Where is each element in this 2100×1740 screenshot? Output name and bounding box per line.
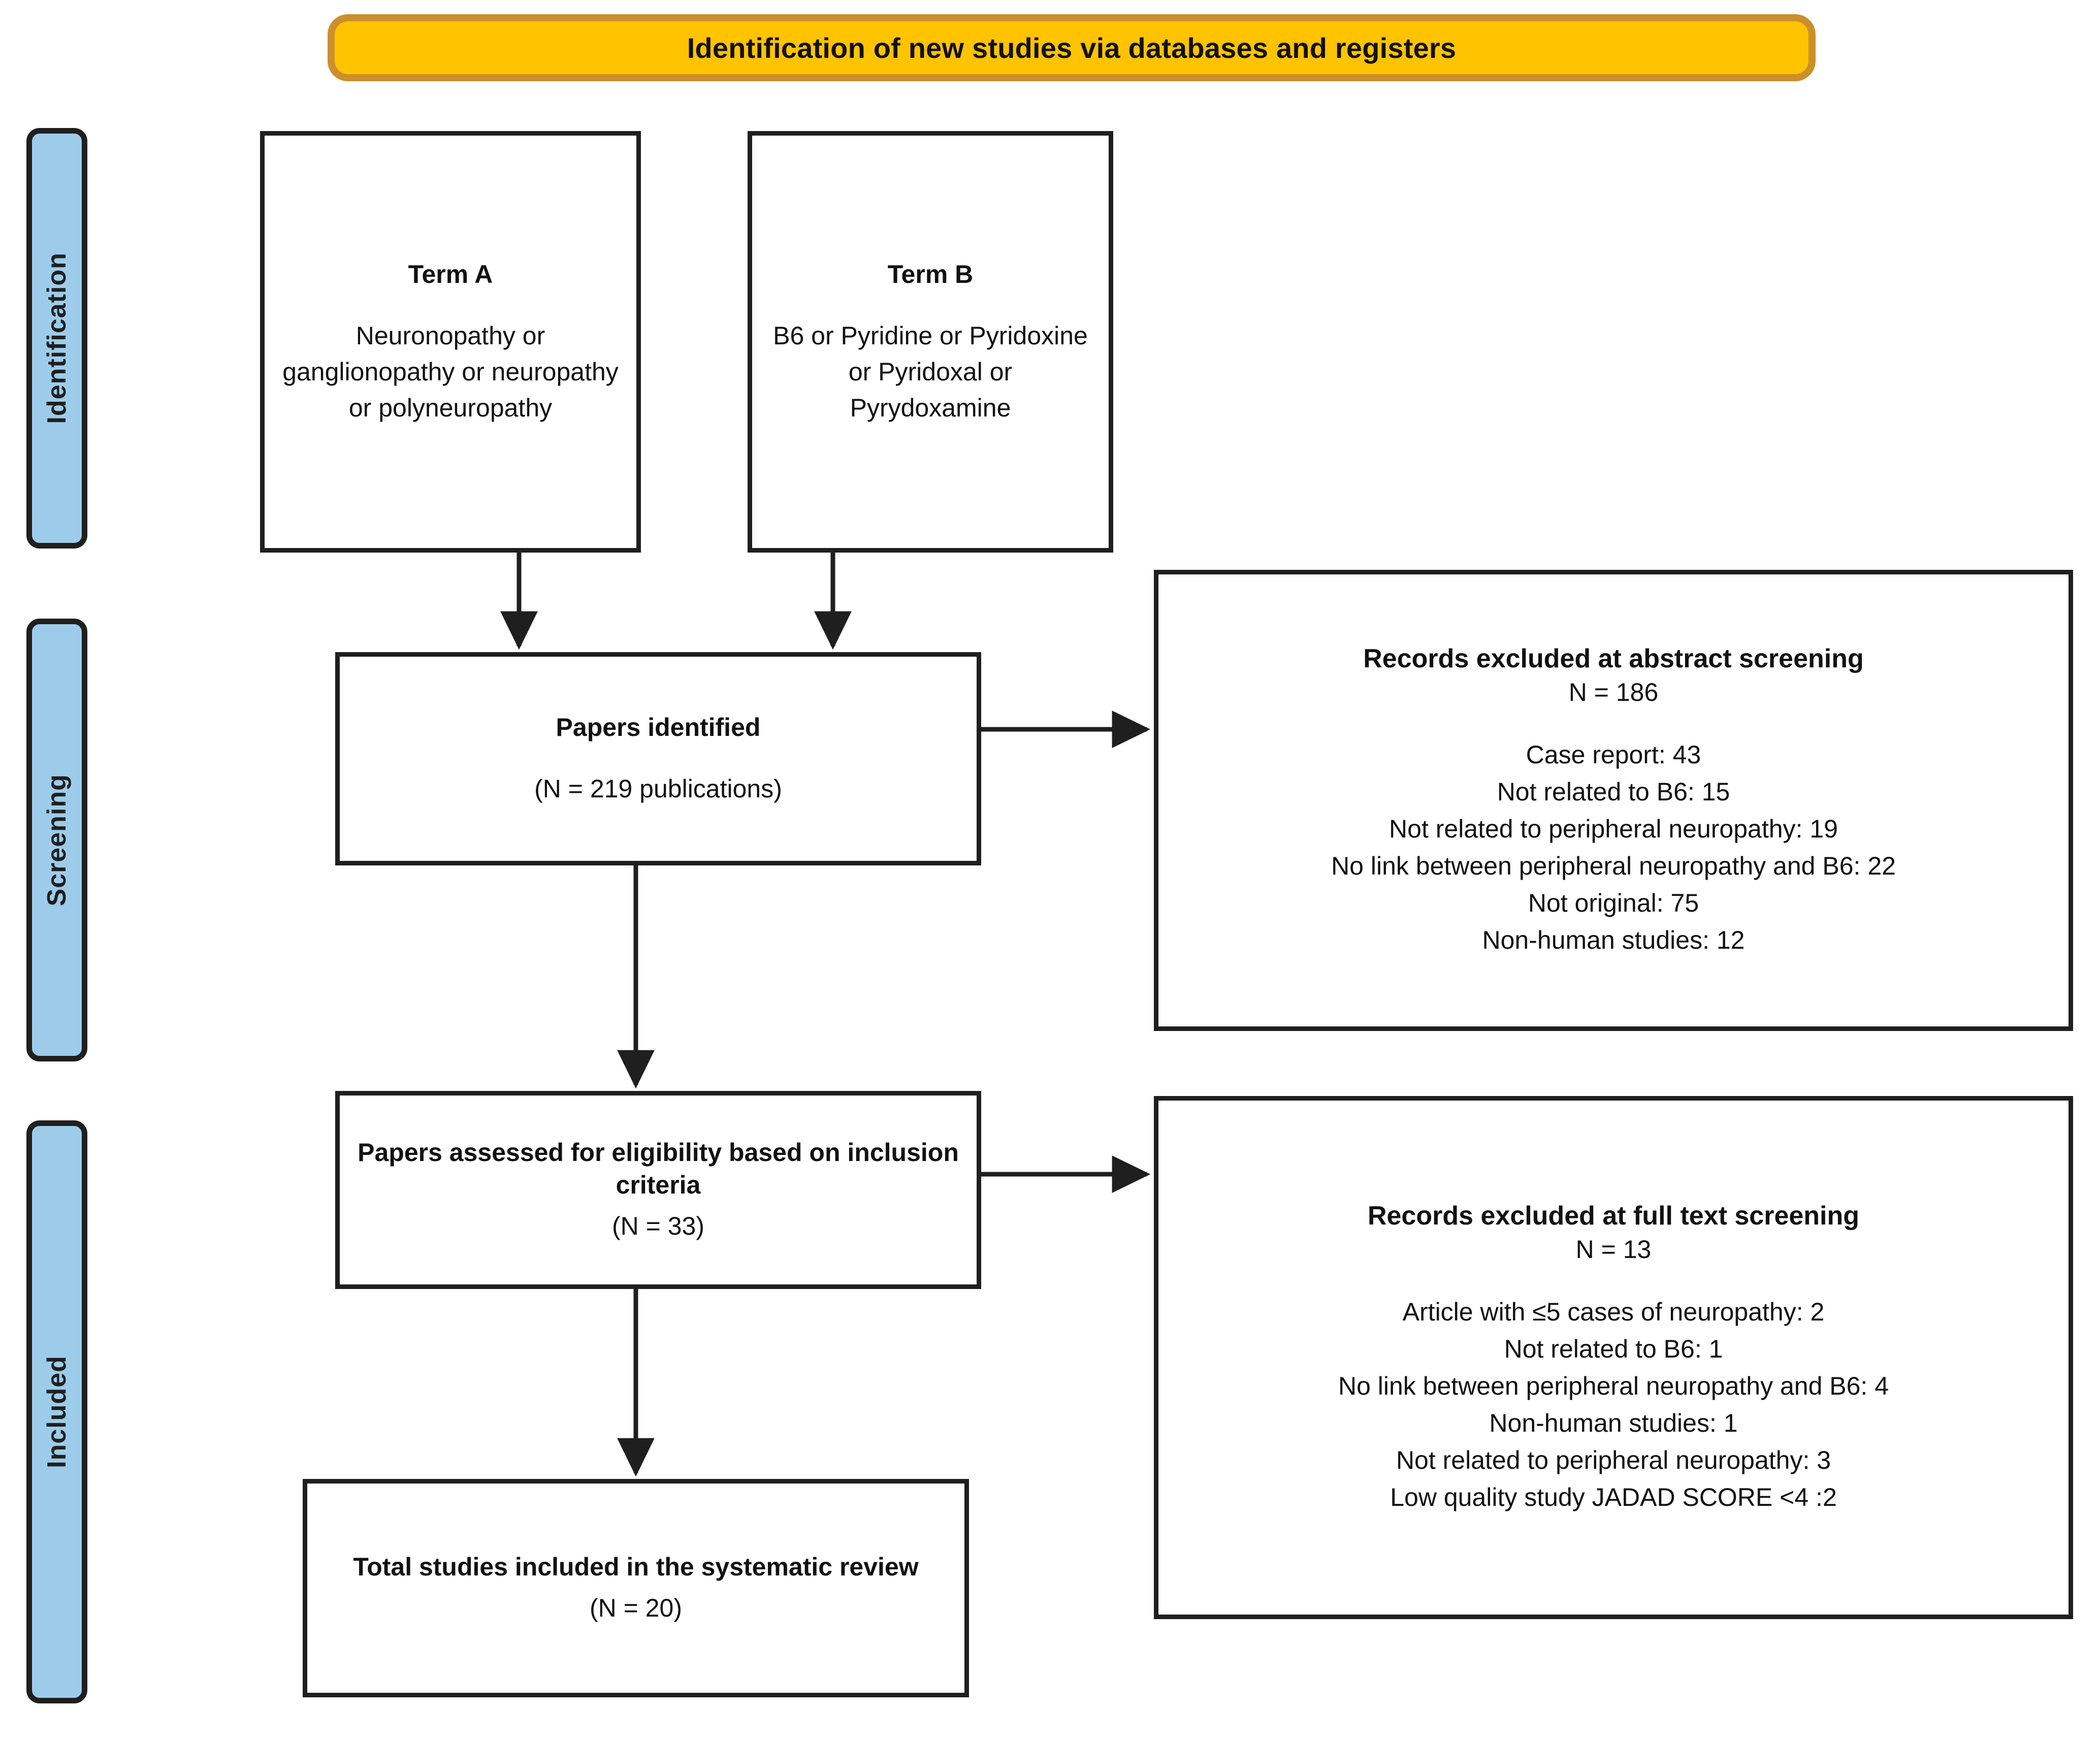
- node-excluded-fulltext: Records excluded at full text screening …: [1154, 1096, 2073, 1619]
- node-excluded-abstract: Records excluded at abstract screening N…: [1154, 570, 2073, 1031]
- reason-item: Non-human studies: 1: [1489, 1409, 1738, 1438]
- excluded-fulltext-count: N = 13: [1575, 1235, 1652, 1264]
- included-total-count: (N = 20): [589, 1593, 682, 1622]
- papers-identified-title: Papers identified: [556, 713, 761, 742]
- excluded-abstract-count: N = 186: [1568, 678, 1659, 707]
- term-b-body: B6 or Pyridine or Pyridoxine or Pyridoxa…: [773, 321, 1088, 422]
- excluded-abstract-title: Records excluded at abstract screening: [1363, 643, 1864, 673]
- stage-pill-included: Included: [26, 1120, 87, 1703]
- term-a-body: Neuronopathy or ganglionopathy or neurop…: [282, 321, 619, 422]
- stage-pill-screening: Screening: [26, 619, 87, 1061]
- reason-item: Case report: 43: [1526, 740, 1701, 769]
- banner-title: Identification of new studies via databa…: [687, 31, 1457, 64]
- reason-item: Not original: 75: [1528, 889, 1699, 918]
- included-total-title: Total studies included in the systematic…: [353, 1552, 919, 1581]
- reason-item: Not related to B6: 15: [1497, 778, 1730, 807]
- reason-item: No link between peripheral neuropathy an…: [1331, 852, 1896, 881]
- stage-label-included: Included: [42, 1356, 72, 1468]
- node-papers-identified: Papers identified (N = 219 publications): [335, 652, 981, 865]
- node-eligibility: Papers assessed for eligibility based on…: [335, 1091, 981, 1289]
- excluded-fulltext-reason-list: Article with ≤5 cases of neuropathy: 2 N…: [1338, 1294, 1889, 1516]
- excluded-abstract-reason-list: Case report: 43 Not related to B6: 15 No…: [1331, 736, 1896, 959]
- reason-item: Article with ≤5 cases of neuropathy: 2: [1402, 1298, 1825, 1327]
- eligibility-title: Papers assessed for eligibility based on…: [358, 1138, 959, 1199]
- reason-item: Not related to B6: 1: [1504, 1335, 1723, 1364]
- papers-identified-count: (N = 219 publications): [534, 774, 782, 803]
- stage-pill-identification: Identification: [26, 128, 87, 549]
- diagram-header-banner: Identification of new studies via databa…: [328, 14, 1816, 81]
- stage-label-identification: Identification: [42, 252, 72, 424]
- term-a-title: Term A: [408, 260, 493, 288]
- reason-item: Non-human studies: 12: [1482, 926, 1745, 955]
- reason-item: Low quality study JADAD SCORE <4 :2: [1390, 1483, 1837, 1512]
- node-term-b: Term B B6 or Pyridine or Pyridoxine or P…: [748, 131, 1113, 553]
- term-b-title: Term B: [887, 260, 974, 288]
- node-term-a: Term A Neuronopathy or ganglionopathy or…: [260, 131, 641, 553]
- excluded-fulltext-title: Records excluded at full text screening: [1367, 1201, 1860, 1231]
- reason-item: Not related to peripheral neuropathy: 3: [1396, 1446, 1831, 1475]
- reason-item: No link between peripheral neuropathy an…: [1338, 1372, 1889, 1401]
- node-included-total: Total studies included in the systematic…: [303, 1479, 969, 1697]
- eligibility-count: (N = 33): [611, 1211, 704, 1240]
- stage-label-screening: Screening: [42, 774, 72, 907]
- reason-item: Not related to peripheral neuropathy: 19: [1389, 815, 1838, 844]
